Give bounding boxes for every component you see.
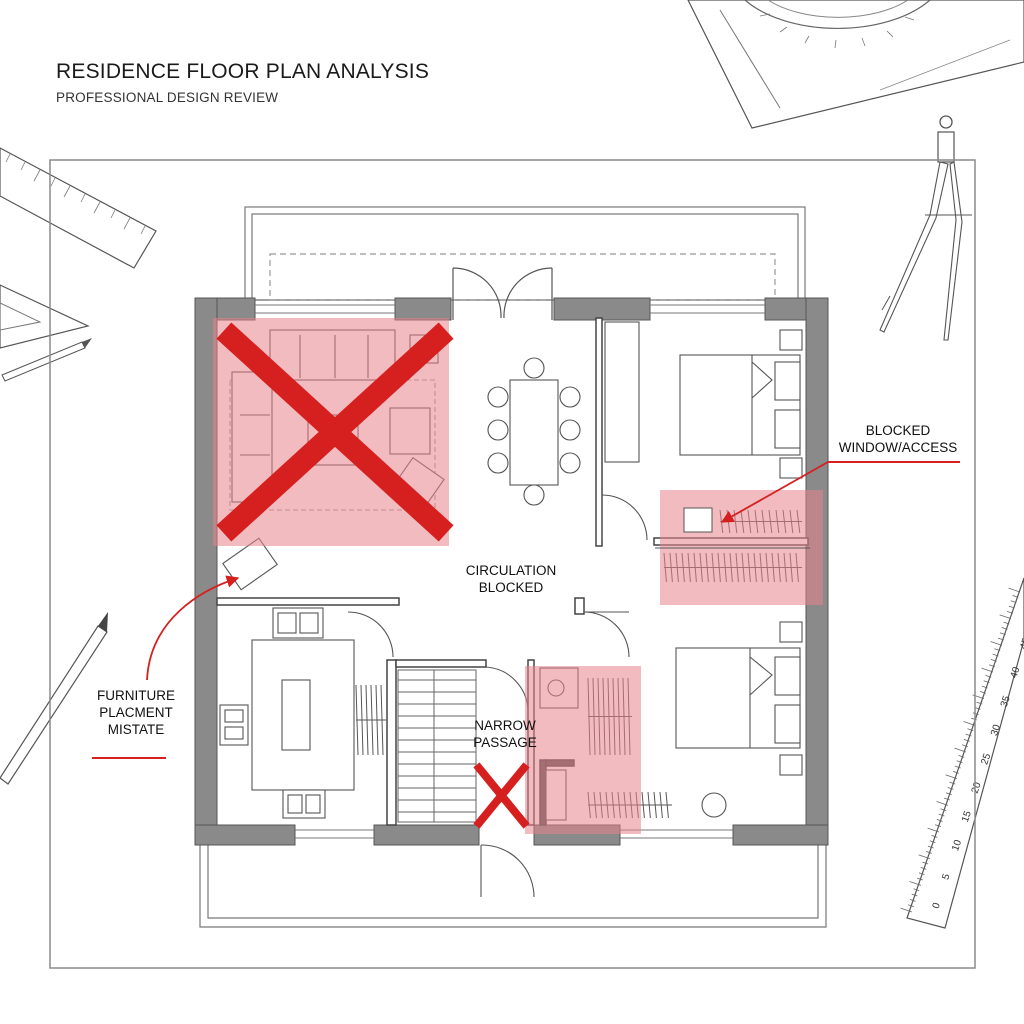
furniture-note-line-2: PLACMENT bbox=[99, 705, 173, 720]
ruler-icon: 05101520253035404550 bbox=[900, 577, 1024, 929]
bathroom-highlight bbox=[525, 666, 641, 834]
annotation-arrows bbox=[146, 461, 829, 681]
pencil-icon bbox=[1, 338, 92, 382]
narrow-note-line-2: PASSAGE bbox=[473, 735, 537, 750]
furniture-note-line-1: FURNITURE bbox=[97, 688, 175, 703]
bedroom-1-furniture bbox=[604, 321, 803, 479]
small-x-mark bbox=[473, 762, 530, 829]
ruler-tick-label: 10 bbox=[950, 838, 964, 853]
page-subtitle: PROFESSIONAL DESIGN REVIEW bbox=[56, 90, 279, 105]
blocked-window-note: BLOCKED WINDOW/ACCESS bbox=[828, 422, 968, 456]
blocked-window-arrow bbox=[720, 461, 829, 523]
circulation-note-line-1: CIRCULATION bbox=[465, 563, 557, 578]
ruler-tick-label: 30 bbox=[989, 723, 1003, 738]
dining-table bbox=[487, 357, 581, 506]
ruler-tick-label: 0 bbox=[931, 901, 943, 910]
furniture-note: FURNITURE PLACMENT MISTATE bbox=[88, 687, 184, 738]
furniture-arrow bbox=[146, 575, 240, 681]
ruler-tick-label: 5 bbox=[940, 872, 952, 881]
ruler-tick-label: 40 bbox=[1009, 665, 1023, 680]
big-x-mark bbox=[216, 322, 454, 542]
narrow-passage-note: NARROW PASSAGE bbox=[463, 717, 547, 751]
page-title: RESIDENCE FLOOR PLAN ANALYSIS bbox=[56, 60, 430, 83]
bedroom-2-furniture bbox=[675, 621, 803, 818]
drawing-sheet bbox=[49, 159, 976, 969]
circulation-note: CIRCULATION BLOCKED bbox=[456, 562, 566, 596]
kitchen-furniture bbox=[219, 607, 355, 819]
furniture-note-line-3: MISTATE bbox=[107, 722, 165, 737]
blocked-note-line-1: BLOCKED bbox=[865, 423, 931, 438]
ruler-icon bbox=[0, 147, 157, 269]
ruler-tick-label: 25 bbox=[979, 752, 993, 767]
protractor-icon bbox=[687, 0, 1024, 129]
ruler-tick-label: 15 bbox=[960, 809, 974, 824]
ruler-tick-label: 45 bbox=[1018, 636, 1024, 651]
narrow-note-line-1: NARROW bbox=[474, 718, 536, 733]
compass-icon bbox=[879, 115, 972, 341]
triangle-ruler-icon bbox=[0, 284, 90, 349]
terrace-outline bbox=[199, 206, 827, 928]
stairs bbox=[397, 669, 477, 823]
ruler-tick-label: 35 bbox=[999, 694, 1013, 709]
pencil-icon bbox=[0, 612, 108, 785]
closet-rail bbox=[655, 507, 810, 549]
windows bbox=[255, 304, 765, 839]
circulation-note-line-2: BLOCKED bbox=[478, 580, 544, 595]
annotation-underlines bbox=[92, 461, 960, 759]
entry-double-door bbox=[452, 267, 553, 320]
ruler-tick-label: 20 bbox=[970, 780, 984, 795]
blocked-note-line-2: WINDOW/ACCESS bbox=[838, 440, 958, 455]
